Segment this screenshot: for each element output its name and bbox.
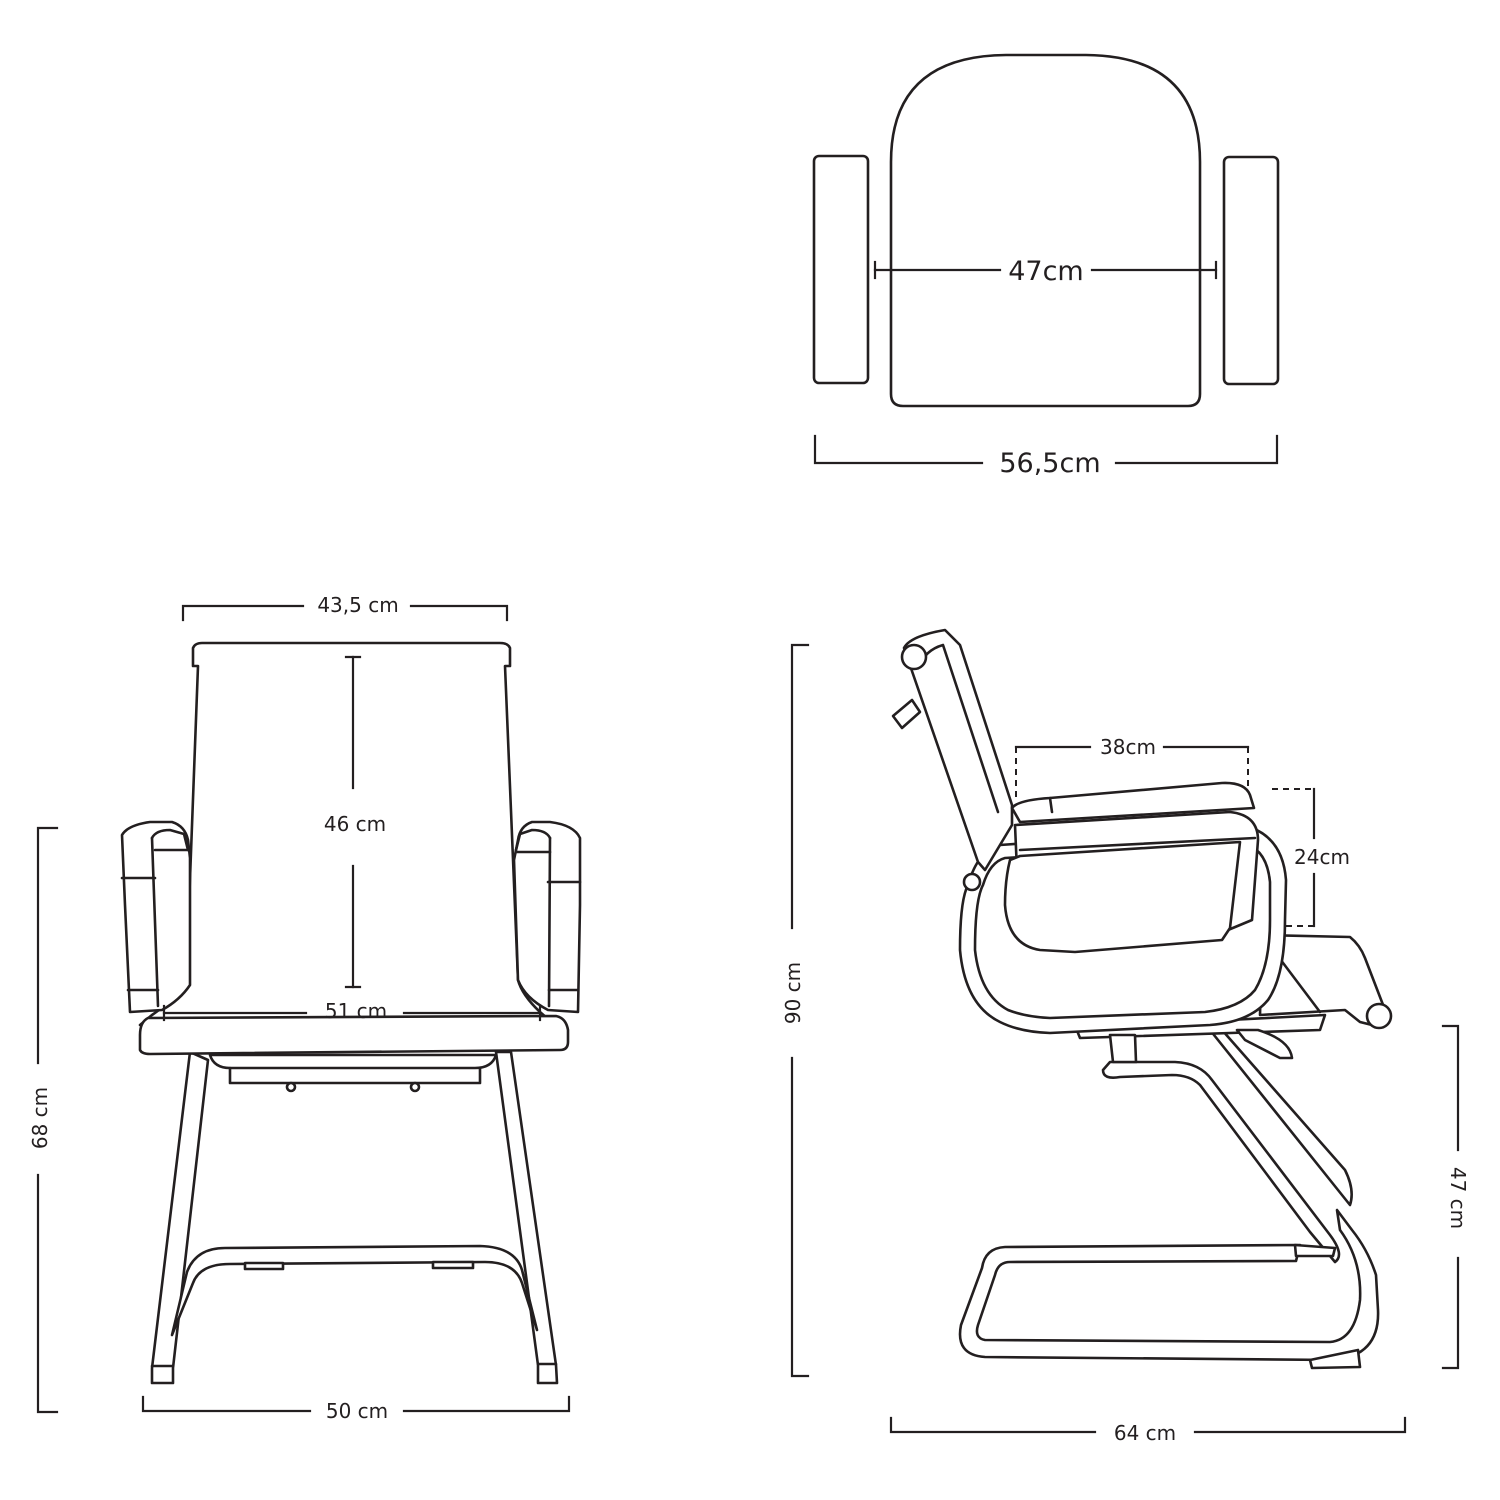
front-base-crossbar bbox=[170, 1244, 539, 1337]
inner-width-label: 47cm bbox=[1008, 256, 1084, 287]
total-height-dimension: 90 cm bbox=[781, 643, 810, 1378]
armrest-height-dimension: 24cm bbox=[1272, 787, 1350, 928]
side-base-frame bbox=[1101, 1060, 1341, 1264]
front-foot-pad-left bbox=[243, 1261, 285, 1271]
seat-width-label: 51 cm bbox=[325, 999, 387, 1023]
seat-height-label: 47 cm bbox=[1446, 1167, 1470, 1229]
side-sled-runner bbox=[958, 1208, 1380, 1362]
front-right-armrest bbox=[512, 820, 582, 1014]
total-height-label: 90 cm bbox=[781, 962, 805, 1024]
base-width-dimension: 50 cm bbox=[141, 1395, 571, 1423]
total-depth-label: 64 cm bbox=[1114, 1421, 1176, 1445]
side-rear-strut bbox=[1208, 1028, 1353, 1207]
overall-width-dimension: 56,5cm bbox=[813, 434, 1279, 479]
inner-width-dimension: 47cm bbox=[873, 256, 1218, 287]
top-left-armrest bbox=[812, 154, 870, 385]
front-left-leg bbox=[150, 1050, 210, 1385]
top-seat-outline bbox=[889, 53, 1202, 408]
arm-height-label: 68 cm bbox=[28, 1087, 52, 1149]
side-arm-pad bbox=[1010, 781, 1256, 824]
backrest-height-dimension: 46 cm bbox=[324, 655, 386, 989]
arm-height-dimension: 68 cm bbox=[28, 826, 59, 1414]
front-right-leg bbox=[494, 1050, 559, 1385]
total-depth-dimension: 64 cm bbox=[889, 1416, 1407, 1445]
backrest-height-label: 46 cm bbox=[324, 812, 386, 836]
overall-width-label: 56,5cm bbox=[999, 448, 1100, 479]
armrest-height-label: 24cm bbox=[1294, 845, 1350, 869]
side-backrest bbox=[902, 628, 1014, 872]
base-width-label: 50 cm bbox=[326, 1399, 388, 1423]
seat-depth-label: 38cm bbox=[1100, 735, 1156, 759]
top-view: 47cm 56,5cm bbox=[812, 53, 1280, 479]
front-foot-pad-right bbox=[431, 1260, 475, 1270]
seat-height-dimension: 47 cm bbox=[1441, 1024, 1470, 1370]
front-seat-support bbox=[208, 1053, 498, 1070]
side-view: 38cm 24cm 90 cm 47 cm 64 cm bbox=[781, 628, 1470, 1445]
front-seat-cushion bbox=[138, 1014, 570, 1056]
top-right-armrest bbox=[1222, 155, 1280, 386]
backrest-width-dimension: 43,5 cm bbox=[181, 593, 509, 622]
seat-depth-dimension: 38cm bbox=[1014, 735, 1250, 800]
backrest-width-label: 43,5 cm bbox=[317, 593, 398, 617]
front-view: 43,5 cm 46 cm 51 cm 50 cm 68 cm bbox=[28, 593, 582, 1423]
seat-width-dimension: 51 cm bbox=[162, 999, 542, 1023]
